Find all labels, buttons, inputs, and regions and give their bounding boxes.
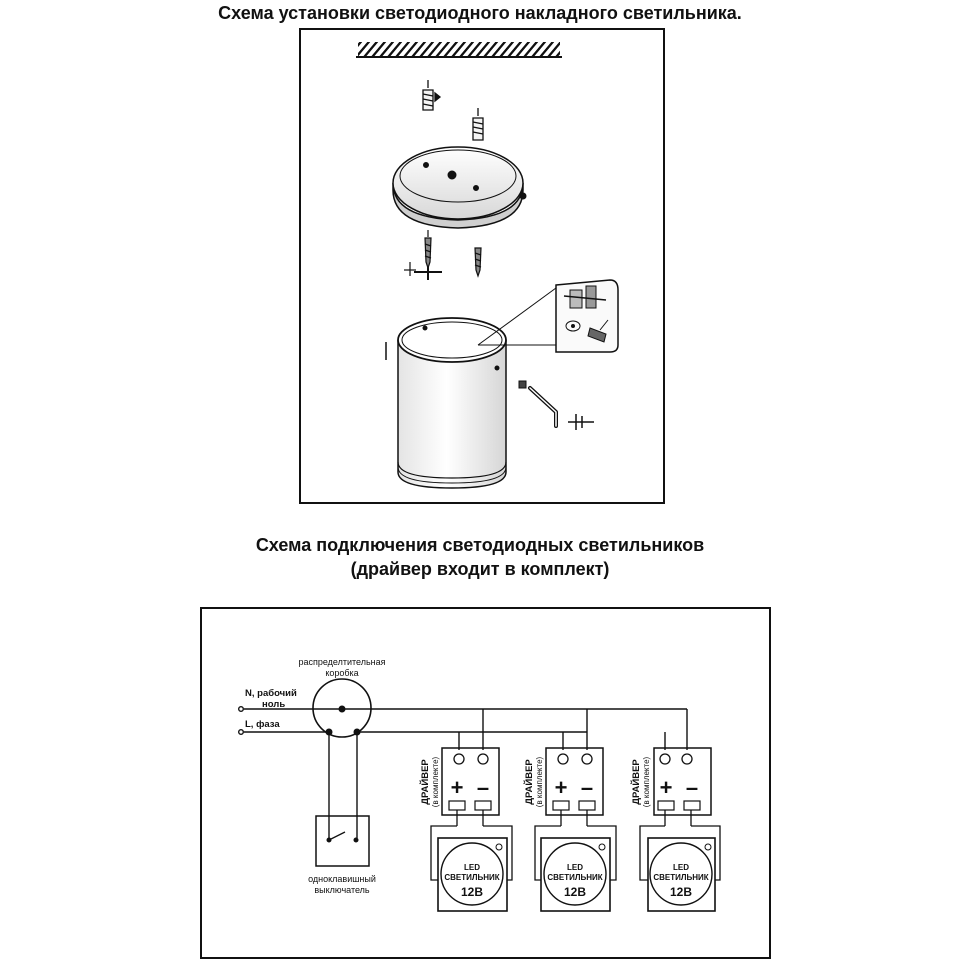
led-1-label: LED — [464, 863, 480, 872]
led-3-voltage: 12В — [670, 885, 692, 899]
driver-1 — [441, 747, 500, 826]
single-key-switch — [315, 815, 370, 867]
wall-plug-right — [472, 108, 484, 141]
installation-diagram — [299, 28, 665, 504]
driver-3-sublabel: (в комплекте) — [642, 756, 651, 807]
switch-wires — [328, 728, 587, 838]
led-2-sublabel: СВЕТИЛЬНИК — [547, 873, 602, 882]
installation-title: Схема установки светодиодного накладного… — [218, 3, 742, 23]
led-1-sublabel: СВЕТИЛЬНИК — [444, 873, 499, 882]
screw-left — [414, 230, 442, 280]
wiring-labels: распределтительная коробка N, рабочий но… — [245, 657, 709, 899]
neutral-label-1: N, рабочий — [245, 688, 297, 699]
driver-3-plus: + — [660, 775, 673, 800]
led-luminaire-3 — [647, 837, 716, 912]
led-2-label: LED — [567, 863, 583, 872]
led-1-voltage: 12В — [461, 885, 483, 899]
driver-1-minus: – — [477, 775, 489, 800]
driver-2-plus: + — [555, 775, 568, 800]
wiring-frame — [200, 607, 771, 959]
wiring-title-line-2: (драйвер входит в комплект) — [350, 559, 610, 579]
junction-box — [312, 678, 372, 738]
screw-right — [474, 247, 482, 278]
wiring-diagram — [200, 607, 771, 959]
junction-box-label-1: распределтительная — [298, 657, 385, 667]
driver-2-sublabel: (в комплекте) — [535, 756, 544, 807]
grub-screw — [518, 380, 527, 389]
driver-2-label: ДРАЙВЕР — [523, 759, 535, 805]
switch-label-2: выключатель — [314, 885, 370, 895]
small-screw-bottom — [568, 414, 594, 430]
phase-label: L, фаза — [245, 719, 280, 730]
switch-label-1: одноклавишный — [308, 874, 376, 884]
led-luminaire-1 — [437, 837, 508, 912]
neutral-label-2: ноль — [262, 699, 285, 710]
screw-small — [404, 262, 416, 276]
wall-plug-left — [422, 80, 442, 111]
led-3-label: LED — [673, 863, 689, 872]
driver-1-sublabel: (в комплекте) — [431, 756, 440, 807]
installation-frame — [299, 28, 665, 504]
wiring-title-line-1: Схема подключения светодиодных светильни… — [255, 535, 705, 555]
led-3-sublabel: СВЕТИЛЬНИК — [653, 873, 708, 882]
driver-3-label: ДРАЙВЕР — [630, 759, 642, 805]
ceiling-hatch — [356, 42, 562, 58]
connector-detail-callout — [477, 279, 619, 353]
driver-feed-lines — [458, 709, 688, 750]
junction-box-label-2: коробка — [325, 668, 358, 678]
mounting-plate — [392, 146, 527, 229]
driver-2-minus: – — [581, 775, 593, 800]
luminaire-wires — [430, 825, 721, 881]
phase-line — [237, 728, 333, 736]
driver-1-label: ДРАЙВЕР — [419, 759, 431, 805]
led-2-voltage: 12В — [564, 885, 586, 899]
cylinder-luminaire — [385, 317, 507, 489]
led-luminaire-2 — [540, 837, 611, 912]
driver-3-minus: – — [686, 775, 698, 800]
driver-1-plus: + — [451, 775, 464, 800]
driver-3 — [653, 747, 712, 826]
driver-2 — [545, 747, 604, 826]
neutral-line — [237, 705, 687, 713]
hex-key — [528, 386, 558, 428]
